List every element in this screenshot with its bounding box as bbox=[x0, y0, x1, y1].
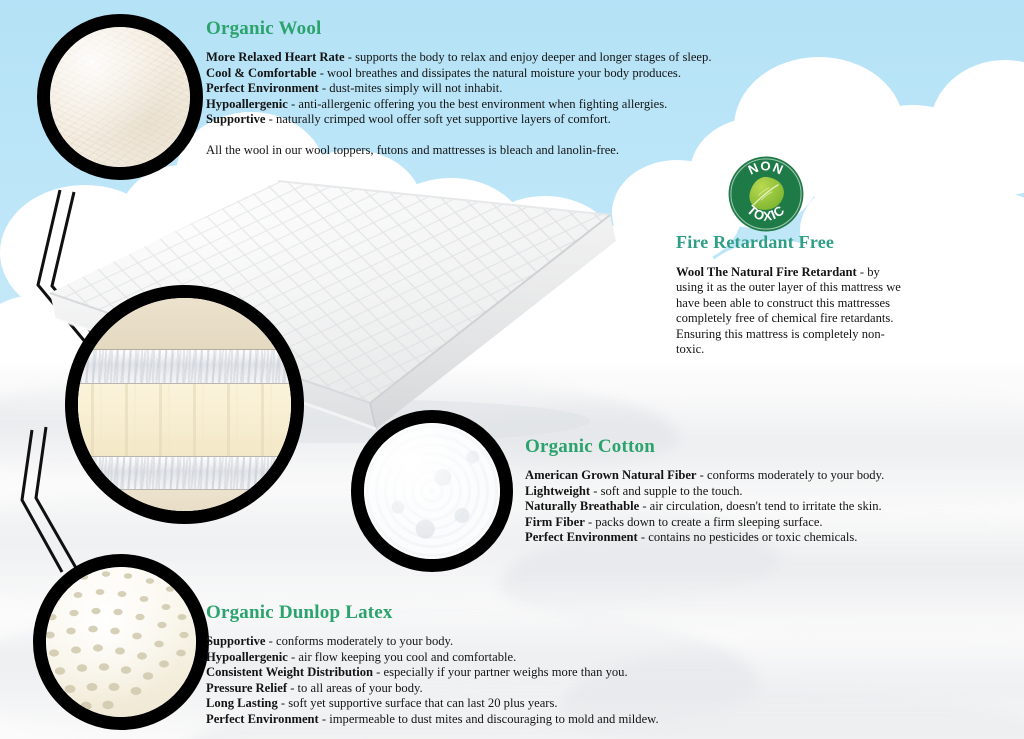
bullet-desc: - air flow keeping you cool and comforta… bbox=[291, 649, 517, 664]
bullet-row: Perfect Environment - contains no pestic… bbox=[525, 530, 925, 546]
bullet-row: Lightweight - soft and supple to the tou… bbox=[525, 484, 925, 500]
fire-retardant-title: Fire Retardant Free bbox=[676, 232, 835, 252]
bullet-term: Hypoallergenic bbox=[206, 96, 288, 111]
mattress-svg bbox=[49, 180, 616, 443]
bullet-desc: - air circulation, doesn't tend to irrit… bbox=[642, 499, 882, 514]
bullet-row: Supportive - conforms moderately to your… bbox=[206, 634, 726, 650]
callout-mattress-layers bbox=[65, 285, 304, 524]
bullet-row: Cool & Comfortable - wool breathes and d… bbox=[206, 66, 766, 82]
bullet-term: Perfect Environment bbox=[525, 530, 638, 545]
fire-retardant-lead: Wool The Natural Fire Retardant bbox=[676, 265, 857, 279]
bullet-row: Pressure Relief - to all areas of your b… bbox=[206, 681, 726, 697]
bullet-term: Supportive bbox=[206, 634, 266, 648]
bullet-term: Cool & Comfortable bbox=[206, 65, 317, 80]
section-organic-dunlop-latex: Organic Dunlop Latex Supportive - confor… bbox=[206, 602, 726, 728]
bullet-desc: - anti-allergenic offering you the best … bbox=[291, 96, 668, 111]
bullet-term: Hypoallergenic bbox=[206, 649, 288, 664]
organic-cotton-bullets: American Grown Natural Fiber - conforms … bbox=[525, 468, 925, 546]
mattress-layers-swatch bbox=[78, 298, 291, 511]
latex-pincore-holes bbox=[46, 571, 189, 711]
callout-organic-latex bbox=[33, 554, 209, 730]
bullet-term: Pressure Relief bbox=[206, 680, 288, 695]
fire-retardant-body: Wool The Natural Fire Retardant - by usi… bbox=[676, 265, 908, 357]
bullet-term: Firm Fiber bbox=[525, 514, 585, 529]
bullet-row: More Relaxed Heart Rate - supports the b… bbox=[206, 50, 766, 66]
bullet-desc: - especially if your partner weighs more… bbox=[376, 665, 628, 680]
callout-organic-cotton bbox=[351, 410, 513, 572]
fire-retardant-text: - by using it as the outer layer of this… bbox=[676, 265, 901, 357]
bullet-desc: - dust-mites simply will not inhabit. bbox=[321, 81, 503, 96]
organic-latex-title: Organic Dunlop Latex bbox=[206, 602, 393, 623]
bullet-row: Perfect Environment - impermeable to dus… bbox=[206, 712, 726, 728]
section-fire-retardant-free: Fire Retardant Free Wool The Natural Fir… bbox=[676, 232, 908, 357]
svg-text:NON: NON bbox=[746, 159, 786, 178]
bullet-row: Firm Fiber - packs down to create a firm… bbox=[525, 515, 925, 531]
bullet-desc: - supports the body to relax and enjoy d… bbox=[347, 50, 712, 64]
bullet-desc: - conforms moderately to your body. bbox=[699, 468, 885, 482]
bullet-row: Supportive - naturally crimped wool offe… bbox=[206, 112, 766, 128]
bullet-term: More Relaxed Heart Rate bbox=[206, 50, 345, 64]
section-organic-wool: Organic Wool More Relaxed Heart Rate - s… bbox=[206, 18, 766, 159]
callout-organic-wool bbox=[37, 14, 203, 180]
badge-bottom-text: TOXIC bbox=[744, 202, 787, 224]
bullet-desc: - conforms moderately to your body. bbox=[268, 634, 454, 648]
bullet-term: Lightweight bbox=[525, 483, 591, 498]
organic-wool-swatch bbox=[50, 27, 190, 167]
bullet-row: Perfect Environment - dust-mites simply … bbox=[206, 81, 766, 97]
organic-wool-title: Organic Wool bbox=[206, 18, 322, 39]
bullet-desc: - impermeable to dust mites and discoura… bbox=[321, 711, 659, 726]
bullet-row: Long Lasting - soft yet supportive surfa… bbox=[206, 696, 726, 712]
svg-text:TOXIC: TOXIC bbox=[744, 202, 788, 224]
bullet-desc: - soft and supple to the touch. bbox=[593, 483, 743, 498]
organic-wool-bullets: More Relaxed Heart Rate - supports the b… bbox=[206, 50, 766, 128]
bullet-term: Supportive bbox=[206, 112, 266, 127]
bullet-desc: - to all areas of your body. bbox=[290, 680, 423, 695]
bullet-desc: - naturally crimped wool offer soft yet … bbox=[268, 112, 611, 127]
organic-cotton-swatch bbox=[364, 423, 500, 559]
organic-wool-note: All the wool in our wool toppers, futons… bbox=[206, 142, 620, 157]
bullet-term: Perfect Environment bbox=[206, 711, 319, 726]
bullet-row: American Grown Natural Fiber - conforms … bbox=[525, 468, 925, 484]
bullet-term: Perfect Environment bbox=[206, 81, 319, 96]
bullet-desc: - wool breathes and dissipates the natur… bbox=[319, 65, 681, 80]
bullet-term: Naturally Breathable bbox=[525, 499, 640, 514]
badge-top-text: NON bbox=[746, 159, 785, 178]
bullet-term: Long Lasting bbox=[206, 696, 278, 711]
organic-latex-swatch bbox=[46, 567, 196, 717]
bullet-desc: - soft yet supportive surface that can l… bbox=[280, 696, 558, 711]
section-organic-cotton: Organic Cotton American Grown Natural Fi… bbox=[525, 436, 925, 546]
bullet-term: Consistent Weight Distribution bbox=[206, 665, 374, 680]
bullet-desc: - contains no pesticides or toxic chemic… bbox=[640, 530, 858, 545]
bullet-row: Naturally Breathable - air circulation, … bbox=[525, 499, 925, 515]
bullet-desc: - packs down to create a firm sleeping s… bbox=[587, 514, 823, 529]
bullet-term: American Grown Natural Fiber bbox=[525, 468, 697, 482]
organic-latex-bullets: Supportive - conforms moderately to your… bbox=[206, 634, 726, 728]
bullet-row: Consistent Weight Distribution - especia… bbox=[206, 665, 726, 681]
bullet-row: Hypoallergenic - anti-allergenic offerin… bbox=[206, 97, 766, 113]
organic-cotton-title: Organic Cotton bbox=[525, 436, 655, 457]
mattress-illustration bbox=[40, 175, 640, 450]
bullet-row: Hypoallergenic - air flow keeping you co… bbox=[206, 650, 726, 666]
non-toxic-badge: NON TOXIC bbox=[728, 156, 804, 232]
